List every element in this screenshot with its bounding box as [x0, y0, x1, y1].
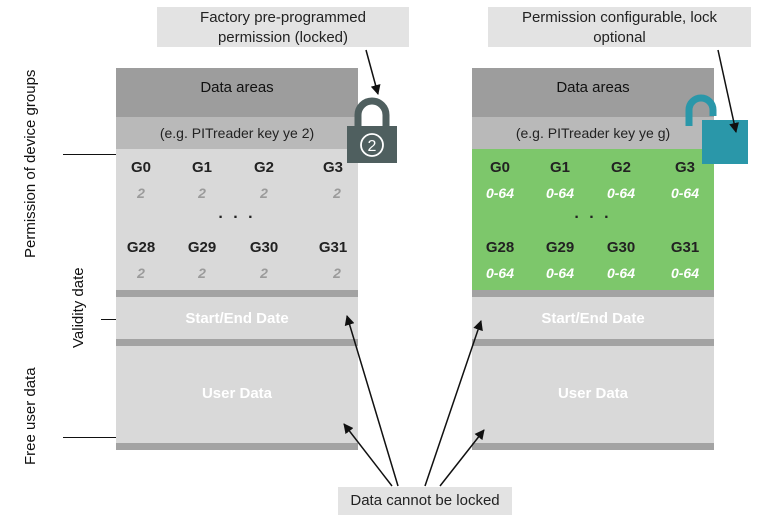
right-header-subtitle: (e.g. PITreader key ye g)	[515, 125, 671, 141]
right-data-areas-panel: Data areas (e.g. PITreader key ye g) G0 …	[472, 68, 714, 450]
left-separator	[116, 290, 358, 297]
lock-number: 2	[368, 138, 377, 155]
padlock-closed-icon: 2	[347, 97, 397, 163]
left-group-value: 2	[333, 265, 341, 281]
right-date-area: Start/End Date	[472, 297, 714, 339]
left-group-value: 2	[198, 265, 206, 281]
right-group-value: 0-64	[545, 265, 575, 281]
right-group-value: 0-64	[606, 265, 636, 281]
no-lock-arrow-left-date	[344, 315, 399, 487]
right-group-label: G0	[489, 159, 510, 176]
left-user-data-area: User Data	[116, 346, 358, 443]
left-group-label: G3	[322, 159, 343, 176]
factory-permission-callout: Factory pre-programmed permission (locke…	[157, 7, 409, 47]
left-header-title: Data areas	[200, 79, 274, 96]
left-group-label: G0	[130, 159, 151, 176]
configurable-permission-callout: Permission configurable, lock optional	[488, 7, 751, 47]
left-group-value: 2	[260, 185, 268, 201]
right-separator	[472, 339, 714, 346]
left-permission-area: G0 G1 G2 G3 2 2 2 2 . . . G28 G29 G30 G3…	[116, 149, 358, 290]
left-group-label: G29	[187, 239, 217, 256]
right-separator	[472, 443, 714, 450]
permission-pointer-line	[63, 154, 135, 155]
configurable-permission-text: Permission configurable, lock optional	[521, 9, 718, 46]
left-ellipsis: . . .	[218, 205, 256, 222]
right-group-value: 0-64	[670, 265, 700, 281]
right-group-value: 0-64	[670, 185, 700, 201]
padlock-open-icon	[685, 94, 748, 164]
no-lock-arrow-right-user	[439, 429, 485, 487]
left-header: Data areas	[116, 68, 358, 117]
right-group-label: G31	[670, 239, 700, 256]
left-group-label: G30	[249, 239, 279, 256]
right-separator	[472, 290, 714, 297]
right-group-label: G30	[606, 239, 636, 256]
left-group-value: 2	[137, 185, 145, 201]
right-group-value: 0-64	[485, 185, 515, 201]
factory-callout-arrow	[365, 49, 381, 95]
left-group-value: 2	[137, 265, 145, 281]
right-header-subtitle-band: (e.g. PITreader key ye g)	[472, 117, 714, 149]
right-group-value: 0-64	[606, 185, 636, 201]
left-group-label: G1	[191, 159, 212, 176]
right-group-label: G29	[545, 239, 575, 256]
left-date-area: Start/End Date	[116, 297, 358, 339]
left-data-areas-panel: Data areas (e.g. PITreader key ye 2) G0 …	[116, 68, 358, 450]
left-group-label: G2	[253, 159, 274, 176]
no-lock-callout: Data cannot be locked	[338, 487, 512, 515]
left-separator	[116, 339, 358, 346]
right-user-data-area: User Data	[472, 346, 714, 443]
right-group-value: 0-64	[485, 265, 515, 281]
left-user-data-label: User Data	[201, 385, 273, 402]
no-lock-text: Data cannot be locked	[350, 492, 500, 509]
user-data-pointer-line	[63, 437, 135, 438]
left-header-subtitle: (e.g. PITreader key ye 2)	[159, 125, 315, 141]
right-group-label: G28	[485, 239, 515, 256]
left-group-label: G28	[126, 239, 156, 256]
factory-permission-text: Factory pre-programmed permission (locke…	[200, 9, 366, 46]
right-permission-area: G0 G1 G2 G3 0-64 0-64 0-64 0-64 . . . G2…	[472, 149, 714, 290]
right-group-label: G2	[610, 159, 631, 176]
left-group-label: G31	[318, 239, 348, 256]
left-group-value: 2	[333, 185, 341, 201]
right-group-value: 0-64	[545, 185, 575, 201]
right-group-label: G1	[549, 159, 570, 176]
right-user-data-label: User Data	[557, 385, 629, 402]
right-start-end-date-label: Start/End Date	[541, 310, 645, 327]
left-separator	[116, 443, 358, 450]
left-group-value: 2	[260, 265, 268, 281]
left-header-subtitle-band: (e.g. PITreader key ye 2)	[116, 117, 358, 149]
configurable-callout-arrow	[717, 49, 739, 133]
right-header-title: Data areas	[556, 79, 630, 96]
right-header: Data areas	[472, 68, 714, 117]
right-group-label: G3	[674, 159, 695, 176]
left-start-end-date-label: Start/End Date	[185, 310, 289, 327]
right-ellipsis: . . .	[574, 205, 612, 222]
no-lock-arrow-right-date	[424, 320, 483, 487]
left-group-value: 2	[198, 185, 206, 201]
no-lock-arrow-left-user	[343, 423, 393, 487]
